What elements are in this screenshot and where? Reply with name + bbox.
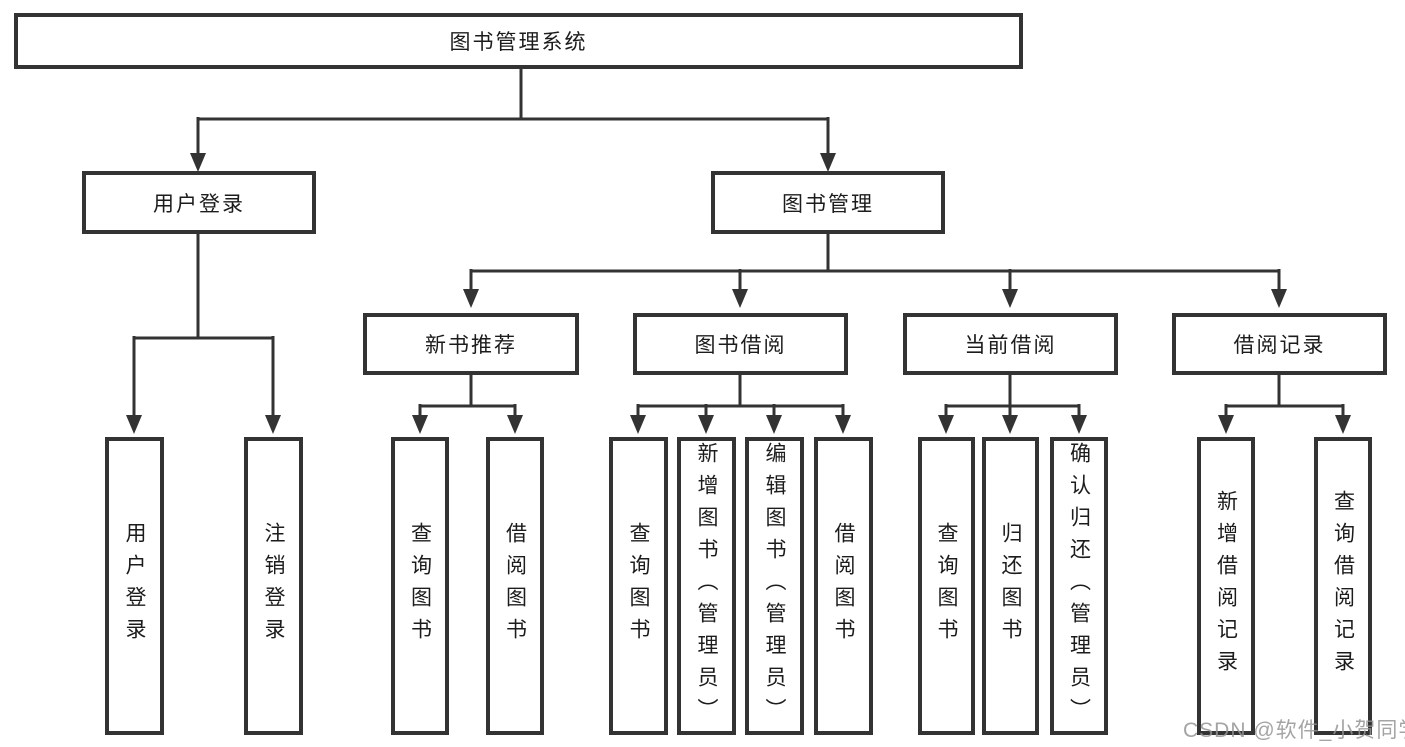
arrow-down-icon — [766, 415, 782, 434]
arrow-down-icon — [938, 415, 954, 434]
leaf-query-books-current: 查询图书 — [918, 437, 975, 735]
node-label: 借阅记录 — [1233, 334, 1326, 357]
node-label: 图书借阅 — [694, 334, 787, 357]
arrow-down-icon — [507, 415, 523, 434]
arrow-down-icon — [698, 415, 714, 434]
node-label: 当前借阅 — [964, 334, 1057, 357]
arrow-down-icon — [820, 153, 836, 172]
edge-borrow-to-leaves — [636, 375, 845, 416]
node-book-management: 图书管理 — [711, 171, 945, 234]
node-label: 借阅图书 — [832, 522, 855, 650]
leaf-query-books-borrow: 查询图书 — [609, 437, 668, 735]
arrow-down-icon — [1002, 415, 1018, 434]
leaf-confirm-return-admin: 确认归还（管理员） — [1050, 437, 1108, 735]
node-label: 归还图书 — [999, 522, 1022, 650]
node-borrowing-records: 借阅记录 — [1172, 313, 1387, 375]
leaf-add-borrow-record: 新增借阅记录 — [1197, 437, 1255, 735]
edge-bookmgmt-to-level3 — [469, 234, 1281, 290]
leaf-query-books-recommend: 查询图书 — [391, 437, 449, 735]
arrow-down-icon — [190, 153, 206, 172]
arrow-down-icon — [732, 289, 748, 308]
edge-records-to-leaves — [1224, 375, 1345, 416]
node-label: 用户登录 — [123, 522, 146, 650]
edge-userlogin-to-leaves — [132, 234, 275, 416]
node-label: 借阅图书 — [503, 522, 527, 650]
node-label: 查询图书 — [627, 522, 650, 650]
arrow-down-icon — [412, 415, 428, 434]
node-label: 确认归还（管理员） — [1067, 442, 1091, 730]
node-new-book-recommendation: 新书推荐 — [363, 313, 579, 375]
arrow-down-icon — [126, 415, 142, 434]
arrow-down-icon — [1271, 289, 1287, 308]
arrow-down-icon — [1335, 415, 1351, 434]
arrow-down-icon — [1071, 415, 1087, 434]
node-label: 图书管理 — [782, 192, 874, 216]
arrow-down-icon — [630, 415, 646, 434]
arrow-down-icon — [835, 415, 851, 434]
edge-current-to-leaves — [944, 375, 1081, 416]
node-label: 查询借阅记录 — [1331, 490, 1355, 682]
node-label: 查询图书 — [935, 522, 958, 650]
node-user-login: 用户登录 — [82, 171, 316, 234]
arrow-down-icon — [1002, 289, 1018, 308]
leaf-add-book-admin: 新增图书（管理员） — [677, 437, 736, 735]
node-label: 查询图书 — [408, 522, 432, 650]
leaf-query-borrow-record: 查询借阅记录 — [1314, 437, 1372, 735]
node-label: 注销登录 — [262, 522, 285, 650]
arrow-down-icon — [463, 289, 479, 308]
node-label: 用户登录 — [153, 192, 245, 216]
watermark-text: CSDN @软件_小贺同学 — [1183, 719, 1405, 742]
node-label: 新增借阅记录 — [1214, 490, 1238, 682]
leaf-return-book: 归还图书 — [982, 437, 1039, 735]
leaf-borrow-books-recommend: 借阅图书 — [486, 437, 544, 735]
node-book-borrowing: 图书借阅 — [633, 313, 848, 375]
node-label: 新书推荐 — [425, 334, 517, 357]
node-current-borrowing: 当前借阅 — [903, 313, 1118, 375]
leaf-user-login: 用户登录 — [105, 437, 164, 735]
edge-root-to-level2 — [196, 68, 830, 154]
node-library-management-system: 图书管理系统 — [14, 13, 1023, 69]
node-label: 图书管理系统 — [449, 31, 588, 54]
leaf-edit-book-admin: 编辑图书（管理员） — [745, 437, 804, 735]
node-label: 新增图书（管理员） — [695, 442, 718, 730]
node-label: 编辑图书（管理员） — [763, 442, 786, 730]
leaf-borrow-books: 借阅图书 — [814, 437, 873, 735]
edge-newbook-to-leaves — [418, 375, 517, 416]
leaf-logout: 注销登录 — [244, 437, 303, 735]
arrow-down-icon — [1218, 415, 1234, 434]
arrow-down-icon — [265, 415, 281, 434]
